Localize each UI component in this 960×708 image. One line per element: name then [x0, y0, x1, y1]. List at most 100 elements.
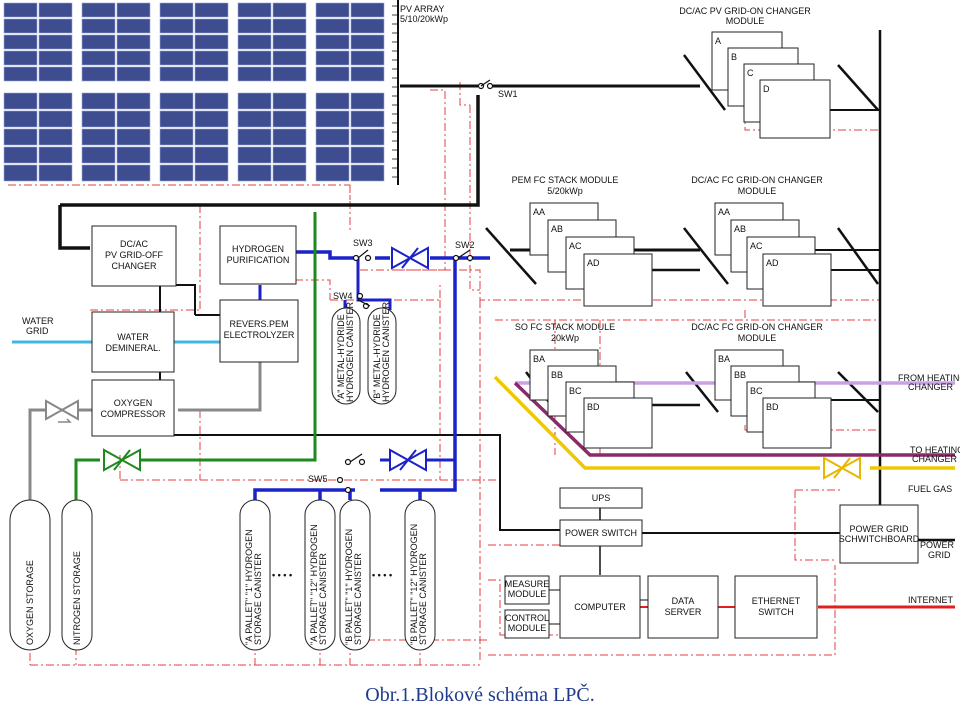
pv-cell — [194, 146, 229, 164]
pv-cell — [194, 92, 229, 110]
svg-text:POWER GRID: POWER GRID — [849, 524, 909, 534]
water-grid-label-1: WATER — [22, 316, 54, 326]
svg-text:MODULE: MODULE — [508, 623, 547, 633]
pv-cell — [116, 146, 151, 164]
module-card-label: AB — [551, 224, 563, 234]
pv-cell — [159, 128, 194, 146]
pv-cell — [81, 2, 116, 18]
pv-cell — [272, 128, 307, 146]
nitrogen-valve — [103, 448, 141, 472]
pv-cell — [350, 110, 385, 128]
svg-text:DEMINERAL.: DEMINERAL. — [105, 343, 160, 353]
module-card-label: BB — [551, 370, 563, 380]
block-ethernet-switch: ETHERNET SWITCH — [734, 575, 818, 639]
pv-cell — [116, 128, 151, 146]
valves — [45, 246, 861, 480]
figure-caption: Obr.1.Blokové schéma LPČ. — [365, 682, 594, 706]
power-grid-label: POWER — [920, 540, 955, 550]
pv-cell — [350, 18, 385, 34]
svg-text:"A PALLET" "12" HYDROGEN: "A PALLET" "12" HYDROGEN — [309, 524, 319, 645]
pv-cell — [350, 164, 385, 182]
oxygen-storage-label: OXYGEN STORAGE — [25, 560, 35, 645]
svg-text:REVERS.PEM: REVERS.PEM — [229, 319, 288, 329]
pv-cell — [81, 110, 116, 128]
svg-text:5/20kWp: 5/20kWp — [547, 186, 583, 196]
pv-cell — [3, 2, 38, 18]
block-water-demineral: WATER DEMINERAL. — [91, 311, 175, 373]
pv-cell — [159, 2, 194, 18]
nitrogen-storage-label: NITROGEN STORAGE — [72, 551, 82, 645]
block-electrolyzer: REVERS.PEM ELECTROLYZER — [219, 299, 299, 363]
pv-cell — [350, 146, 385, 164]
module-card-label: BD — [766, 402, 779, 412]
pv-cell — [237, 92, 272, 110]
pv-cell — [159, 92, 194, 110]
svg-text:OXYGEN: OXYGEN — [114, 398, 153, 408]
switch-sw5-label: SW5 — [308, 474, 328, 484]
pv-cell — [3, 146, 38, 164]
fc-grid-on-2-title: DC/AC FC GRID-ON CHANGER — [691, 322, 823, 332]
svg-text:CHANGER: CHANGER — [912, 454, 958, 464]
pv-cell — [315, 164, 350, 182]
pv-cell — [350, 50, 385, 66]
pv-cell — [350, 66, 385, 82]
svg-text:"A" METAL-HYDRIDE: "A" METAL-HYDRIDE — [336, 314, 346, 402]
svg-text:MODULE: MODULE — [726, 16, 765, 26]
pv-cell — [350, 34, 385, 50]
svg-text:DATA: DATA — [672, 596, 695, 606]
svg-text:DC/AC: DC/AC — [120, 239, 149, 249]
pv-cell — [272, 146, 307, 164]
water-grid-label-2: GRID — [26, 326, 49, 336]
module-card-label: BC — [750, 386, 763, 396]
svg-text:UPS: UPS — [592, 493, 611, 503]
metal-hydride-canisters: "A" METAL-HYDRIDE HYDROGEN CANISTER "B" … — [331, 301, 397, 405]
pv-cell — [38, 34, 73, 50]
to-heating-label: TO HEATING — [910, 445, 960, 455]
module-card — [583, 397, 653, 449]
svg-text:STORAGE CANISTER: STORAGE CANISTER — [353, 553, 363, 645]
module-card-label: B — [731, 52, 737, 62]
pv-cell — [194, 128, 229, 146]
pv-cell — [159, 110, 194, 128]
svg-text:CHANGER: CHANGER — [908, 382, 954, 392]
pv-cell — [81, 128, 116, 146]
module-card-label: AB — [734, 224, 746, 234]
pv-cell — [315, 18, 350, 34]
svg-text:"B" METAL-HYDRIDE: "B" METAL-HYDRIDE — [372, 314, 382, 402]
control-wiring — [8, 82, 880, 666]
pv-cell — [38, 146, 73, 164]
block-power-grid-switchboard: POWER GRID SCHWITCHBOARD — [839, 504, 920, 564]
oxygen-valve — [45, 399, 79, 423]
pv-cell — [237, 110, 272, 128]
svg-text:CHANGER: CHANGER — [111, 261, 157, 271]
pv-array-subtitle: 5/10/20kWp — [400, 14, 448, 24]
pv-cell — [3, 34, 38, 50]
block-computer: COMPUTER — [559, 575, 641, 639]
pv-cell — [159, 34, 194, 50]
pv-cell — [315, 110, 350, 128]
pv-cell — [272, 66, 307, 82]
internet-label: INTERNET — [908, 595, 954, 605]
pv-cell — [116, 18, 151, 34]
module-card-label: AD — [587, 258, 600, 268]
module-card-label: AA — [533, 207, 545, 217]
svg-text:WATER: WATER — [117, 332, 149, 342]
pv-array-title: PV ARRAY — [400, 4, 444, 14]
pv-cell — [194, 18, 229, 34]
svg-text:SCHWITCHBOARD: SCHWITCHBOARD — [839, 534, 920, 544]
pv-cell — [3, 110, 38, 128]
storage-tanks: OXYGEN STORAGE NITROGEN STORAGE "A PALLE… — [9, 499, 436, 651]
pv-cell — [3, 92, 38, 110]
fuel-gas-valve — [823, 456, 861, 480]
pv-grid-on-title: DC/AC PV GRID-ON CHANGER — [679, 6, 811, 16]
svg-text:MEASURE: MEASURE — [505, 579, 550, 589]
block-oxygen-compressor: OXYGEN COMPRESSOR — [91, 379, 175, 437]
pv-cell — [81, 146, 116, 164]
pv-cell — [237, 66, 272, 82]
module-card-label: BC — [569, 386, 582, 396]
pv-cell — [81, 50, 116, 66]
